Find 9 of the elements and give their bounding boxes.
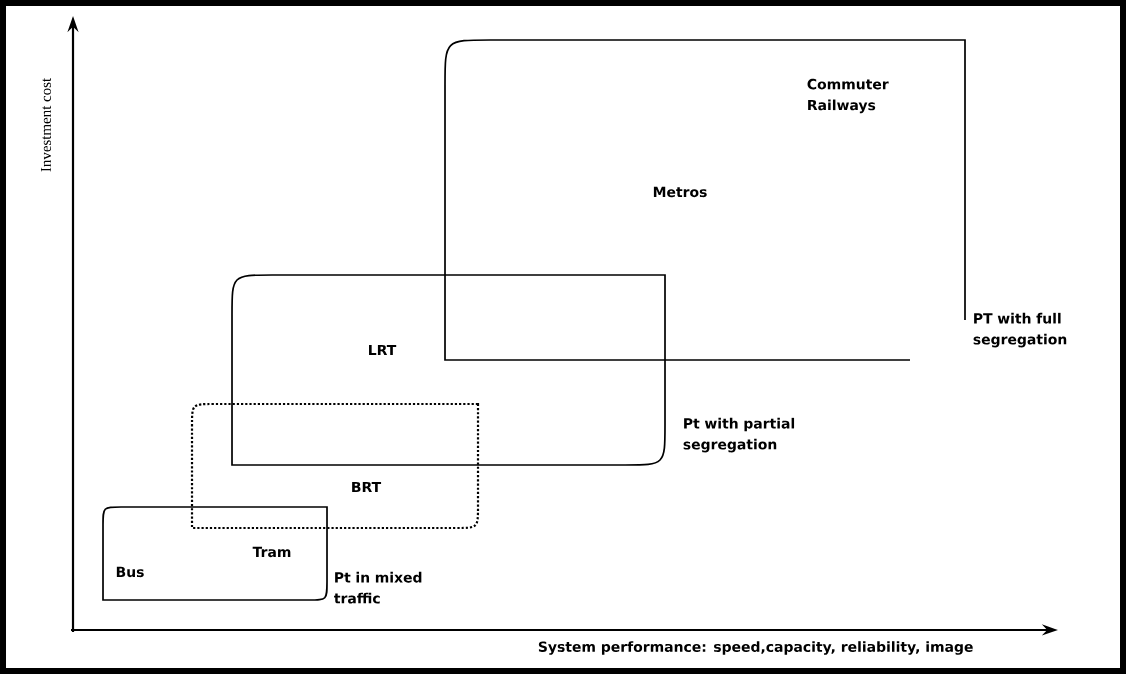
rounded-region: Bus Tram: [102, 506, 328, 601]
rounded-region: LRT: [231, 274, 666, 466]
axis-title: System performance: speed,capacity, reliability, image: [538, 641, 973, 655]
axis-title: Investment cost: [41, 77, 51, 172]
region-label: PT with full segregation: [973, 312, 1067, 348]
dotted-region: BRT: [190, 402, 480, 530]
open-region-outline: Commuter Railways Metros: [444, 39, 966, 361]
region-label: Pt with partial segregation: [683, 417, 795, 453]
region-label: Pt in mixed traffic: [334, 571, 422, 604]
